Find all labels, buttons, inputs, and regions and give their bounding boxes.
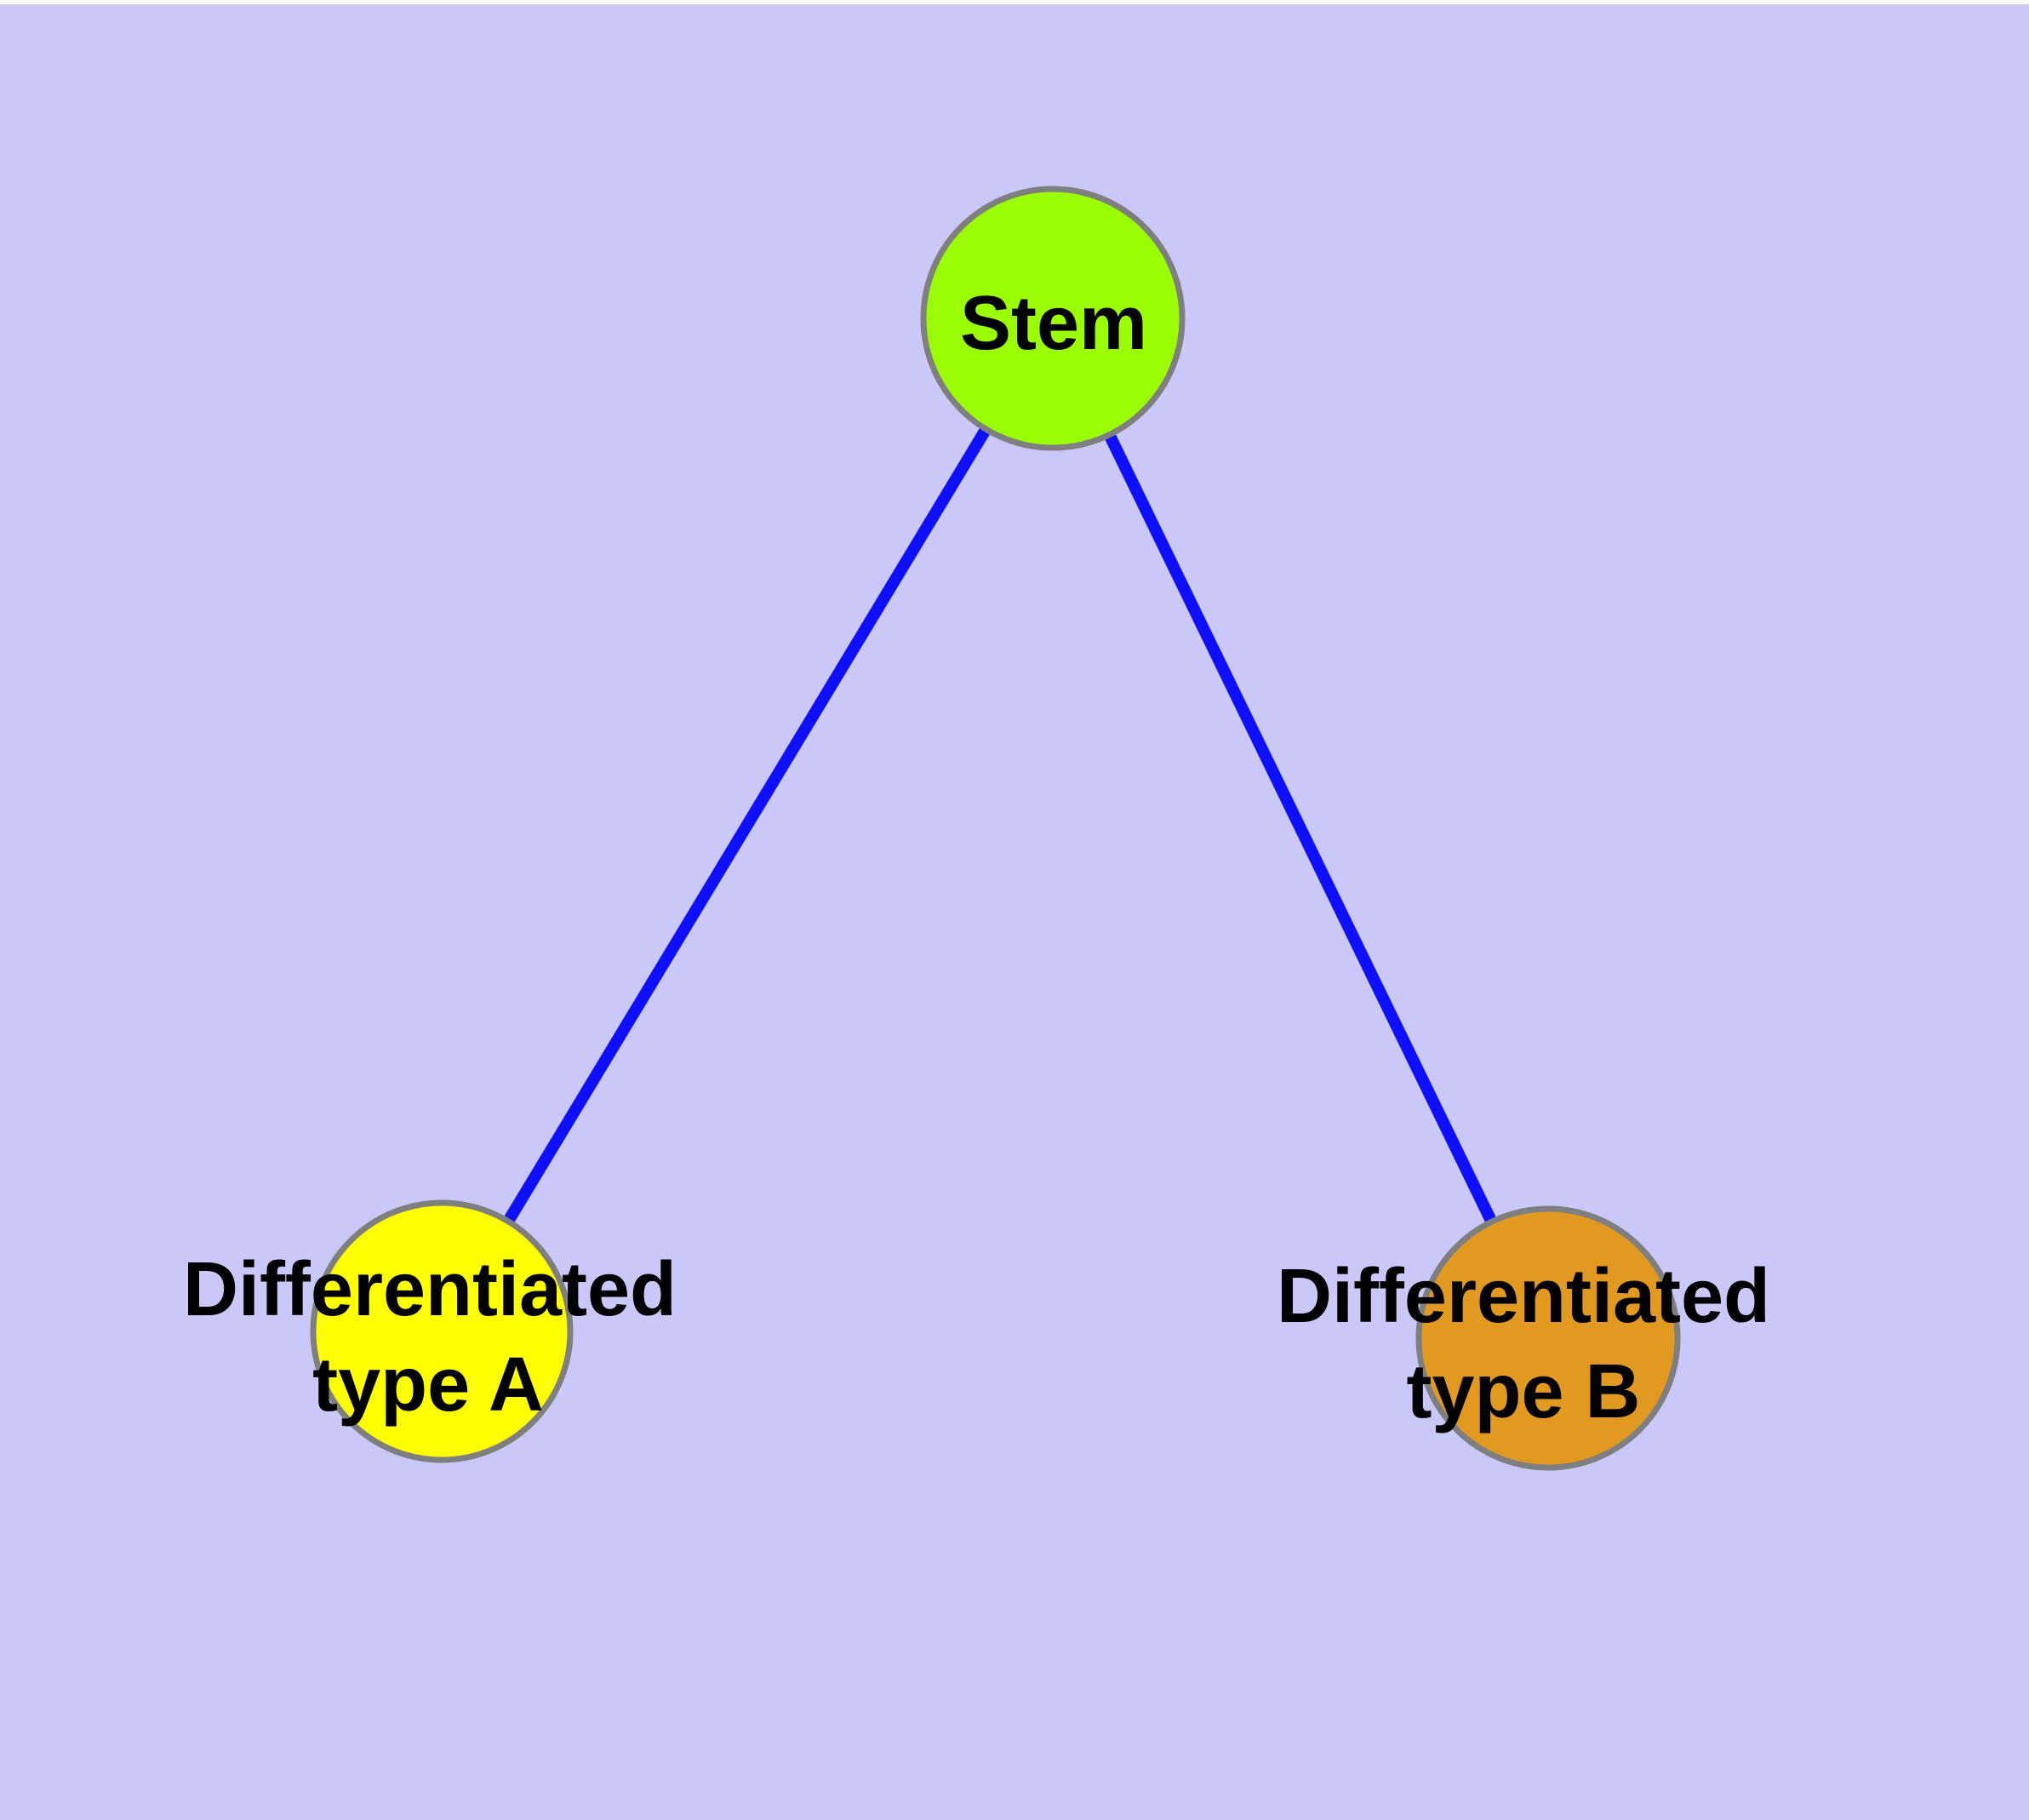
node-differentiated-type-b xyxy=(1415,1205,1681,1471)
node-group xyxy=(310,186,1681,1471)
edge-stem-to-type-a xyxy=(436,312,1059,1337)
node-type-b-label-line2: type B xyxy=(1406,1349,1640,1434)
node-type-b-label-line1: Differentiated xyxy=(1277,1254,1770,1339)
edge-group xyxy=(436,312,1554,1344)
node-type-a-label-line2: type A xyxy=(312,1342,544,1428)
node-type-a-label-line1: Differentiated xyxy=(183,1247,677,1332)
label-group: Stem Differentiated type A Differentiate… xyxy=(183,281,1770,1434)
node-stem-label: Stem xyxy=(960,281,1147,366)
node-stem xyxy=(920,186,1186,451)
edge-stem-to-type-b xyxy=(1047,312,1554,1344)
node-differentiated-type-a xyxy=(310,1199,574,1463)
